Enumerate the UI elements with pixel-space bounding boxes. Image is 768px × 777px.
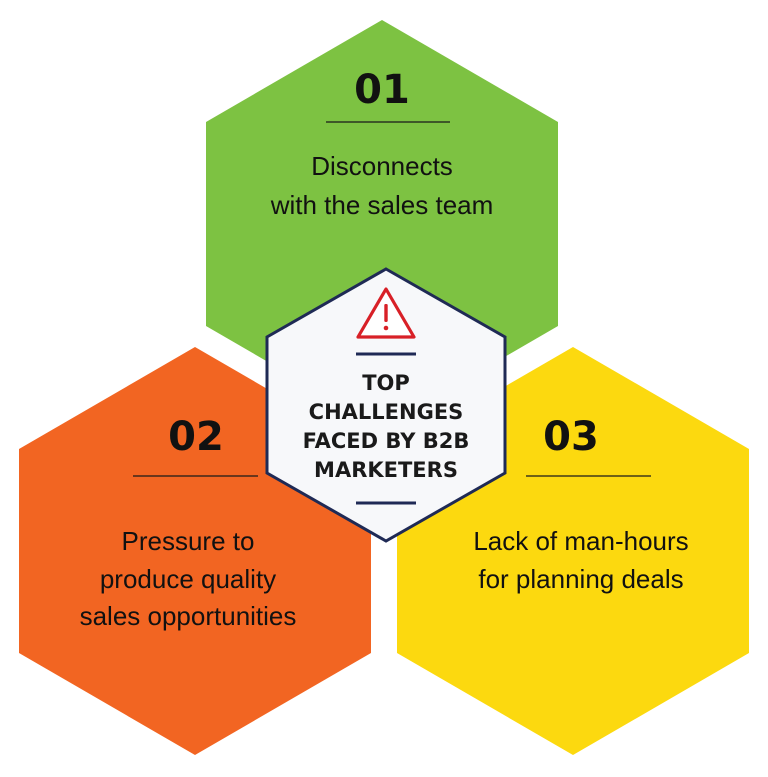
hexagon-01-number: 01 [354,67,410,113]
hexagon-01-text-line-1: Disconnects [311,151,453,181]
warning-exclamation-dot [383,325,389,331]
center-title-line-2: CHALLENGES [309,400,464,424]
hexagon-03-text-line-1: Lack of man-hours [473,526,688,556]
hexagon-03-text-line-2: for planning deals [478,564,683,594]
hexagon-02-text-line-2: produce quality [100,564,276,594]
hexagon-02-text-line-3: sales opportunities [80,601,297,631]
hexagon-01-text-line-2: with the sales team [270,190,494,220]
warning-exclamation-bar [384,304,388,322]
center-title-line-1: TOP [362,371,410,395]
center-title-line-3: FACED BY B2B [303,429,470,453]
center-hexagon: TOP CHALLENGES FACED BY B2B MARKETERS [265,267,507,543]
center-hexagon-shape [265,267,507,543]
hexagon-02-text-line-1: Pressure to [122,526,255,556]
center-title-line-4: MARKETERS [314,458,458,482]
warning-triangle-icon [356,287,416,339]
hexagon-03-number: 03 [543,414,599,460]
hexagon-02-number: 02 [168,414,224,460]
